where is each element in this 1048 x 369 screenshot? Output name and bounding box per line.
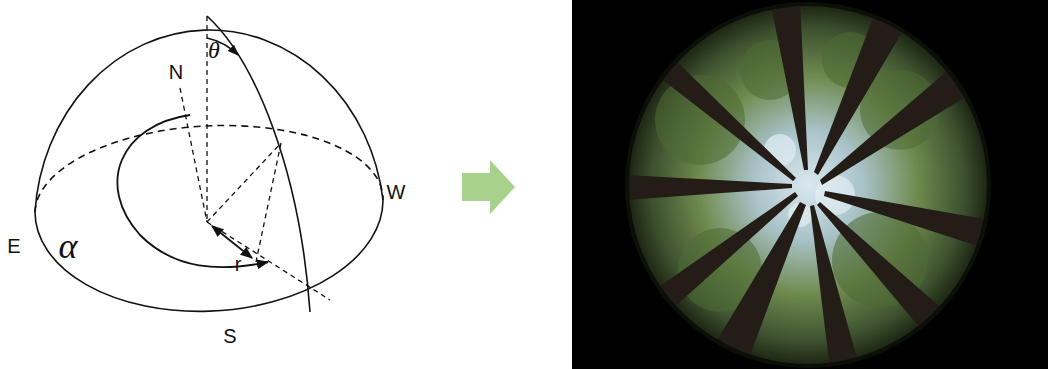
photo-background — [572, 0, 1048, 369]
base-back — [35, 125, 383, 212]
direction-label: S — [223, 326, 236, 346]
direction-label: E — [7, 236, 20, 256]
radius-arrow — [212, 226, 252, 258]
dome-outline — [35, 30, 383, 212]
direction-label: N — [169, 62, 183, 82]
fisheye-photo — [625, 0, 991, 369]
transform-arrow — [462, 160, 515, 214]
angle-symbol: α — [59, 228, 78, 264]
construction-lines — [180, 16, 330, 300]
angle-symbol: θ — [208, 38, 220, 62]
azimuth-arrow — [117, 115, 268, 267]
base-front — [35, 200, 383, 311]
hemisphere — [35, 16, 383, 312]
radius-label: r — [235, 254, 242, 274]
direction-label: W — [387, 182, 406, 202]
